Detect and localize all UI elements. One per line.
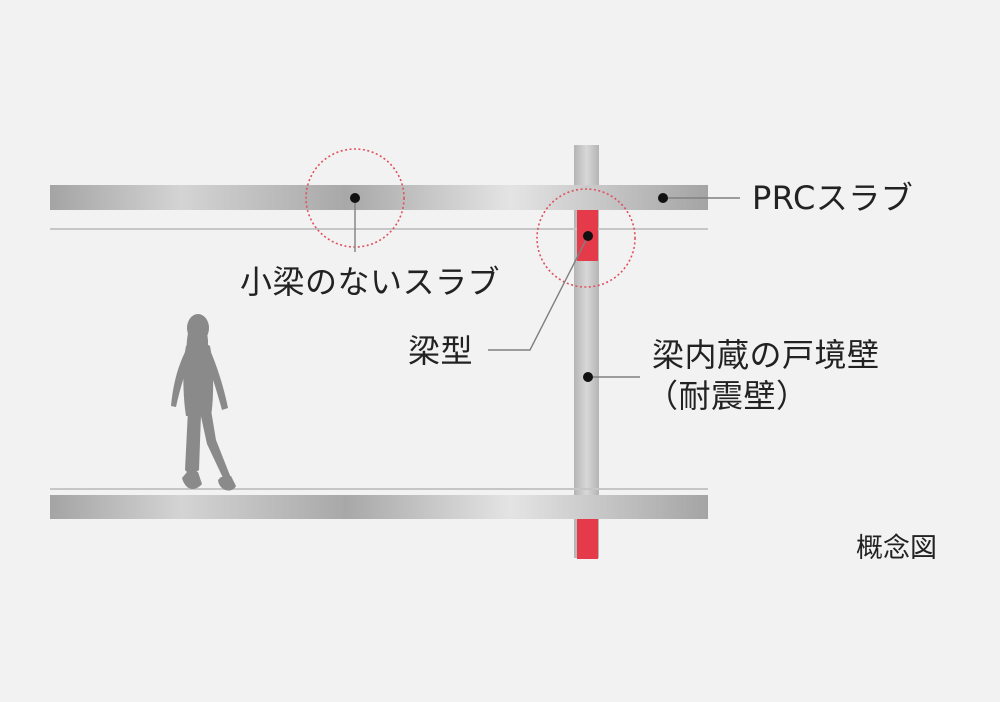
beam-lower	[577, 519, 598, 559]
label-prc-slab: PRCスラブ	[752, 179, 914, 217]
dot-wall	[583, 372, 593, 382]
label-concept: 概念図	[856, 533, 937, 564]
label-beam-form: 梁型	[408, 332, 474, 370]
highlight-circle-beam	[536, 188, 636, 288]
leader-beam-form	[488, 235, 589, 351]
upper-slab	[50, 185, 708, 210]
label-wall-line1: 梁内蔵の戸境壁	[652, 336, 880, 374]
walking-person-icon	[171, 314, 236, 491]
dot-prc-slab	[658, 193, 668, 203]
dot-beam-form	[583, 231, 593, 241]
label-slab-no-small-beam: 小梁のないスラブ	[240, 263, 501, 301]
lower-slab	[50, 495, 708, 519]
label-wall-line2: （耐震壁）	[646, 377, 809, 415]
dot-slab-no-beam	[350, 193, 360, 203]
